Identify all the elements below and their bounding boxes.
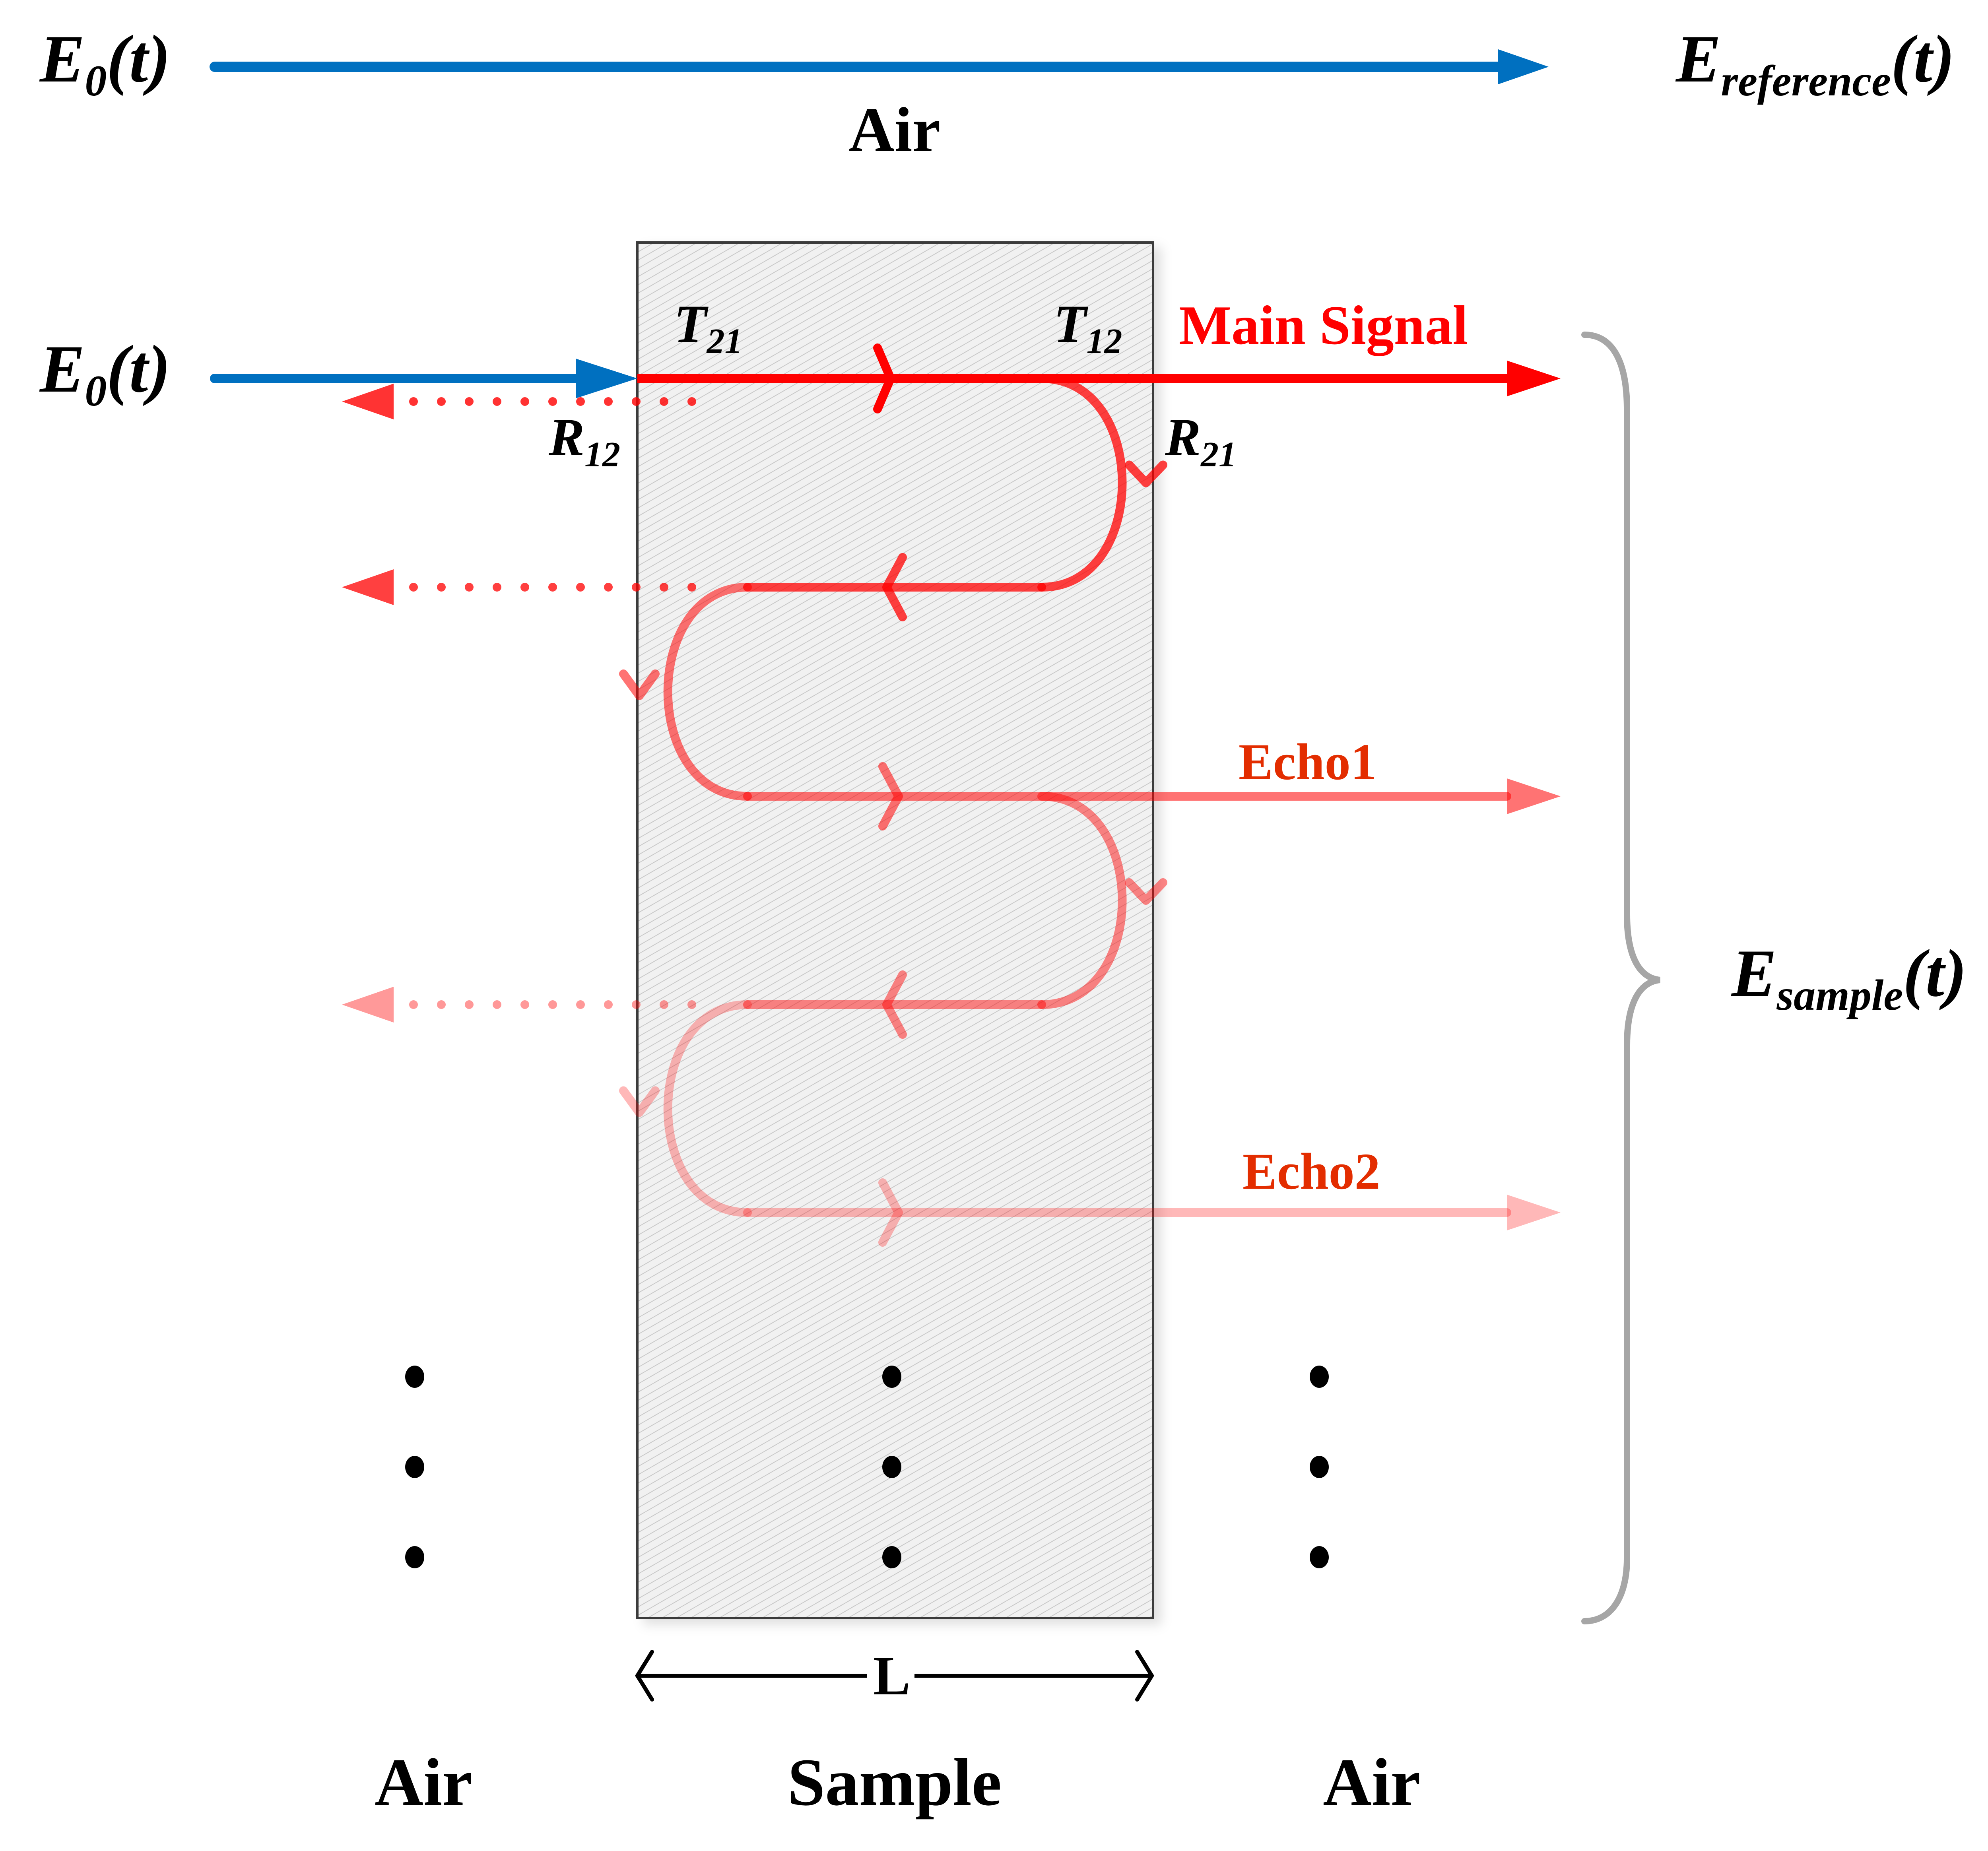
continuation-dot xyxy=(405,1456,424,1478)
sample-slab xyxy=(636,241,1154,1619)
internal-reflection-paths xyxy=(342,374,1561,1247)
region-label-right-air: Air xyxy=(1323,1745,1420,1820)
downward-chevron xyxy=(619,669,660,700)
sample-output-brace xyxy=(1581,332,1661,1624)
continuation-dot xyxy=(882,1456,901,1478)
right-reflection-curve xyxy=(1037,792,1127,1009)
reference-path: E0(t) Air Ereference(t) xyxy=(39,21,1955,165)
left-reflection-curve xyxy=(663,1000,752,1217)
thickness-arrow-right xyxy=(1135,1650,1154,1702)
reflection-arrowhead xyxy=(342,987,394,1023)
main-signal-direction-chevron xyxy=(873,343,895,413)
continuation-dot xyxy=(405,1546,424,1568)
main-signal-path: Main Signal xyxy=(637,295,1561,413)
sample-output-label: Esample(t) xyxy=(1731,936,1967,1019)
incident-beam: E0(t) xyxy=(39,332,637,415)
rightward-chevron xyxy=(878,762,903,830)
downward-chevron xyxy=(1125,878,1167,905)
coefficient-t12: T12 xyxy=(1054,295,1122,361)
main-signal-label: Main Signal xyxy=(1179,295,1468,356)
thickness-dimension: L xyxy=(635,1645,1154,1707)
left-reflection-curve xyxy=(663,583,752,801)
rightward-chevron xyxy=(878,1178,903,1247)
downward-chevron xyxy=(1125,460,1167,487)
downward-chevron xyxy=(619,1086,660,1117)
reference-input-label: E0(t) xyxy=(39,21,171,105)
coefficient-t21: T21 xyxy=(674,295,742,361)
region-label-left-air: Air xyxy=(375,1745,472,1820)
sample-input-label: E0(t) xyxy=(39,332,171,415)
region-label-sample: Sample xyxy=(788,1745,1002,1820)
leftward-chevron xyxy=(882,970,907,1039)
coefficient-r21: R21 xyxy=(1165,408,1237,474)
continuation-dot xyxy=(405,1366,424,1388)
thickness-arrow-left xyxy=(635,1650,654,1702)
thickness-label: L xyxy=(873,1645,910,1707)
continuation-dot xyxy=(882,1366,901,1388)
reflection-arrowhead xyxy=(342,569,394,605)
main-signal-arrowhead xyxy=(1507,361,1561,396)
echo1-label: Echo1 xyxy=(1239,733,1376,791)
echo1-arrowhead xyxy=(1507,778,1561,814)
continuation-dots xyxy=(405,1366,1329,1568)
reference-beam-arrowhead xyxy=(1498,49,1549,84)
coefficient-r12: R12 xyxy=(548,408,620,474)
reference-medium-label: Air xyxy=(848,94,940,165)
continuation-dot xyxy=(1310,1456,1329,1478)
right-reflection-curve xyxy=(1037,374,1127,592)
echo2-arrowhead xyxy=(1507,1195,1561,1230)
incident-arrowhead xyxy=(576,359,637,398)
leftward-chevron xyxy=(882,553,907,621)
continuation-dot xyxy=(882,1546,901,1568)
echo2-label: Echo2 xyxy=(1242,1143,1380,1200)
reference-output-label: Ereference(t) xyxy=(1675,21,1955,105)
continuation-dot xyxy=(1310,1546,1329,1568)
reflection-arrowhead xyxy=(342,384,394,419)
continuation-dot xyxy=(1310,1366,1329,1388)
